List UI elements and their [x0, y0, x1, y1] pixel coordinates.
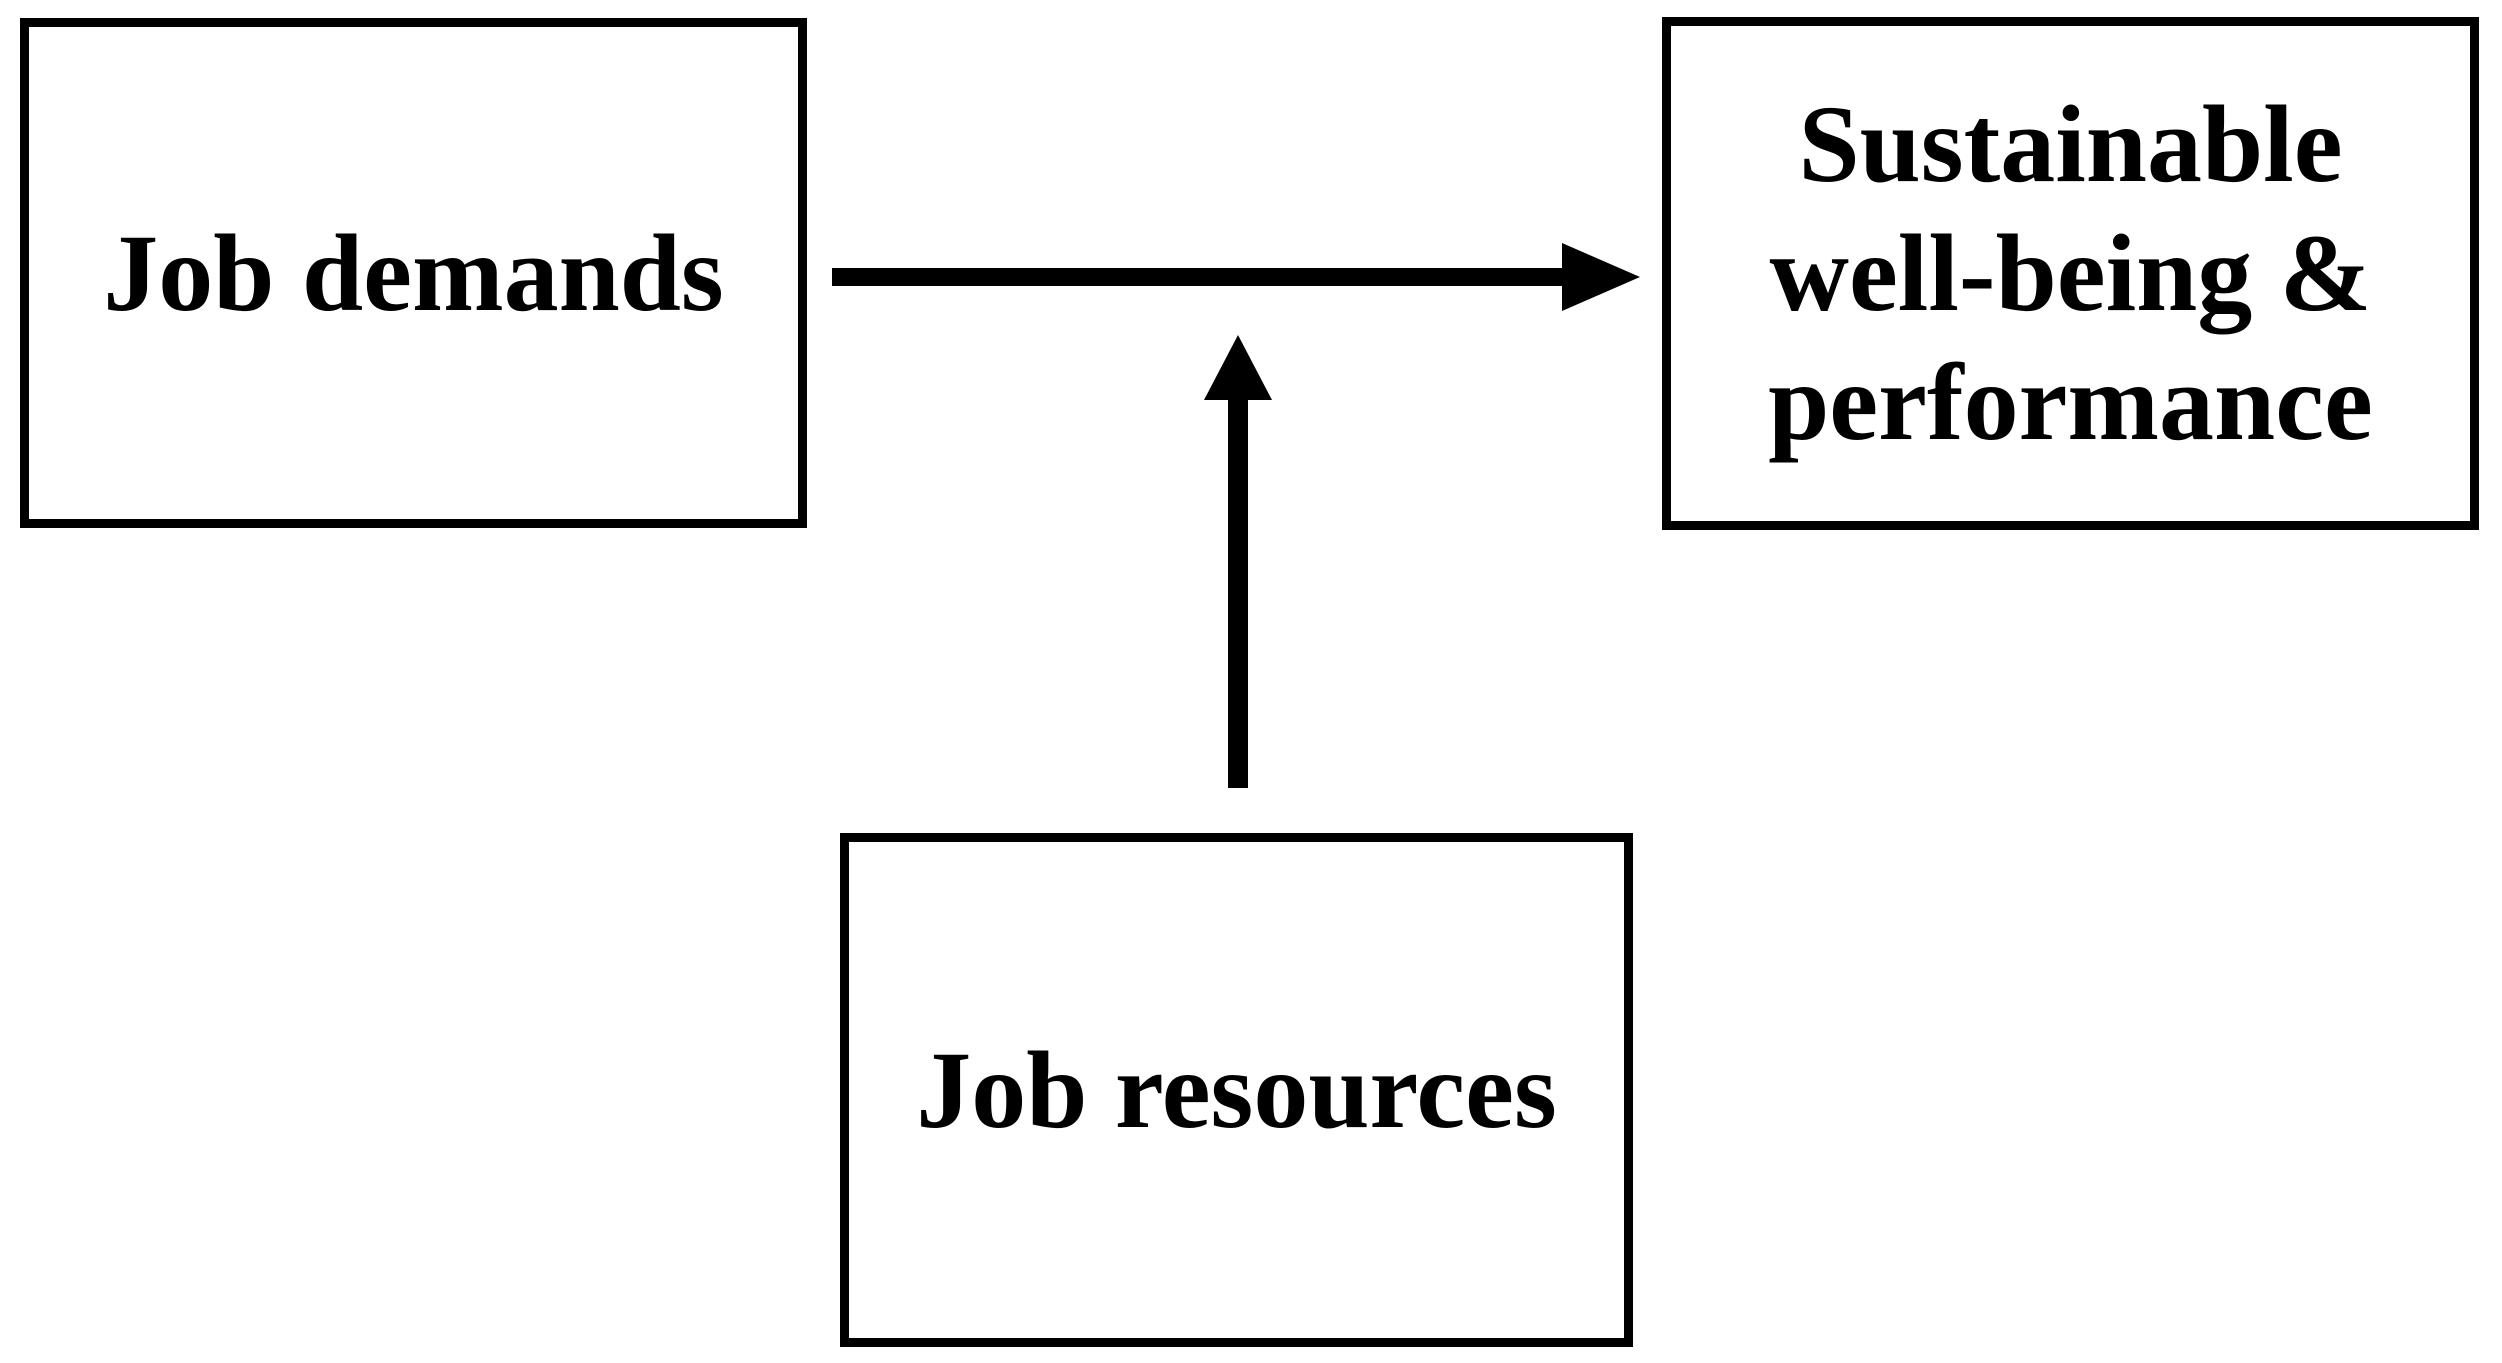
- arrow-resources-moderation: [1204, 335, 1272, 788]
- node-sustainable-wellbeing-performance: Sustainable well-being & performance: [1662, 17, 2479, 530]
- node-job-resources: Job resources: [840, 833, 1633, 1347]
- arrowhead-up-icon: [1204, 335, 1272, 400]
- node-job-demands: Job demands: [20, 18, 807, 528]
- node-outcome-label-line3: performance: [1768, 340, 2373, 463]
- node-job-resources-label: Job resources: [916, 1028, 1557, 1151]
- arrow-demands-to-outcome: [832, 243, 1640, 311]
- node-outcome-label-line2: well-being &: [1769, 212, 2372, 335]
- arrowhead-right-icon: [1562, 243, 1640, 311]
- node-job-demands-label: Job demands: [103, 211, 724, 334]
- node-outcome-label-line1: Sustainable: [1798, 83, 2343, 206]
